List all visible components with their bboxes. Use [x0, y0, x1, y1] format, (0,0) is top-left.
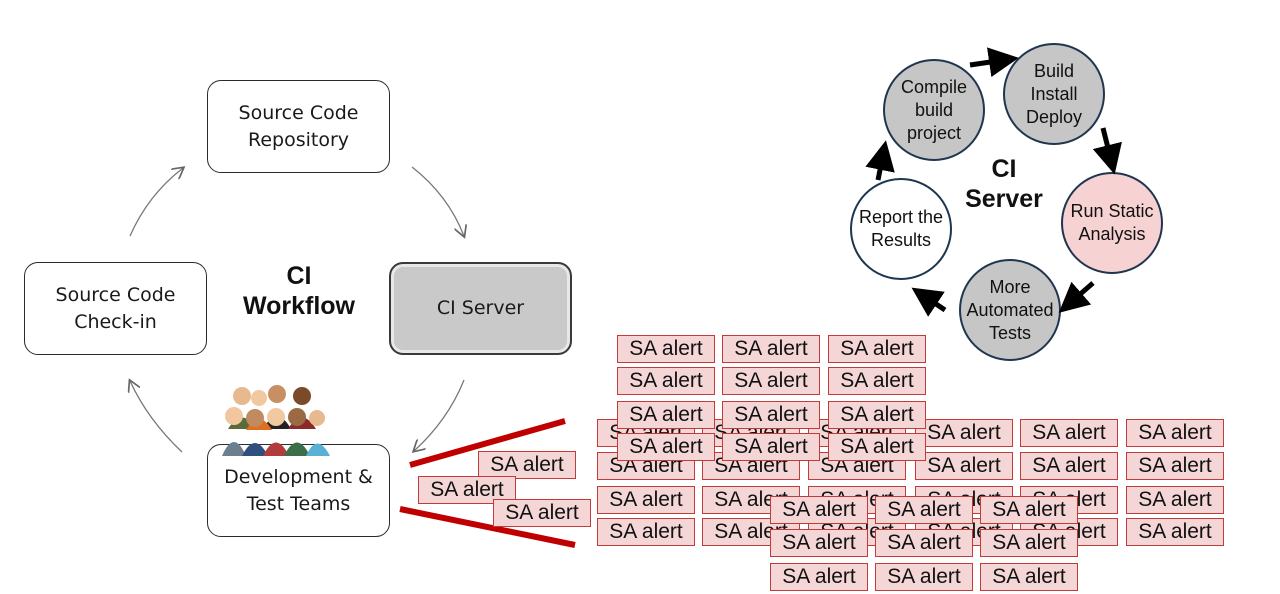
- sa-alert-box: SA alert: [617, 401, 715, 429]
- static-analysis-step-circle: Run Static Analysis: [1061, 172, 1163, 274]
- sa-alert-box: SA alert: [770, 496, 868, 524]
- sa-alert-box: SA alert: [1126, 518, 1224, 546]
- sa-alert-box: SA alert: [875, 496, 973, 524]
- sa-alert-box: SA alert: [493, 499, 591, 527]
- sa-alert-box: SA alert: [1020, 419, 1118, 447]
- ci-server-box: CI Server: [389, 262, 572, 355]
- sa-alert-box: SA alert: [597, 518, 695, 546]
- source-code-checkin-box: Source Code Check-in: [24, 262, 207, 355]
- sa-alert-box: SA alert: [1126, 486, 1224, 514]
- ci-workflow-title: CI Workflow: [242, 262, 356, 320]
- sa-alert-box: SA alert: [617, 433, 715, 461]
- sa-alert-box: SA alert: [597, 486, 695, 514]
- source-code-repository-box: Source Code Repository: [207, 80, 390, 173]
- automated-tests-step-circle: More Automated Tests: [959, 259, 1061, 361]
- sa-alert-box: SA alert: [875, 563, 973, 591]
- sa-alert-box: SA alert: [915, 419, 1013, 447]
- sa-alert-box: SA alert: [1020, 452, 1118, 480]
- sa-alert-box: SA alert: [1126, 452, 1224, 480]
- sa-alert-box: SA alert: [722, 335, 820, 363]
- report-results-step-circle: Report the Results: [850, 178, 952, 280]
- compile-step-circle: Compile build project: [883, 59, 985, 161]
- sa-alert-box: SA alert: [722, 433, 820, 461]
- sa-alert-box: SA alert: [617, 367, 715, 395]
- sa-alert-box: SA alert: [722, 367, 820, 395]
- sa-alert-box: SA alert: [828, 433, 926, 461]
- sa-alert-box: SA alert: [617, 335, 715, 363]
- sa-alert-box: SA alert: [828, 401, 926, 429]
- sa-alert-box: SA alert: [722, 401, 820, 429]
- sa-alert-box: SA alert: [828, 335, 926, 363]
- sa-alert-box: SA alert: [875, 529, 973, 557]
- sa-alert-box: SA alert: [980, 563, 1078, 591]
- sa-alert-box: SA alert: [770, 529, 868, 557]
- ci-server-title: CI Server: [965, 155, 1043, 213]
- sa-alert-box: SA alert: [828, 367, 926, 395]
- sa-alert-box: SA alert: [980, 496, 1078, 524]
- sa-alert-box: SA alert: [1126, 419, 1224, 447]
- sa-alert-box: SA alert: [478, 451, 576, 479]
- build-step-circle: Build Install Deploy: [1003, 43, 1105, 145]
- sa-alert-box: SA alert: [770, 563, 868, 591]
- development-test-teams-box: Development & Test Teams: [207, 444, 390, 537]
- sa-alert-box: SA alert: [980, 529, 1078, 557]
- sa-alert-box: SA alert: [915, 452, 1013, 480]
